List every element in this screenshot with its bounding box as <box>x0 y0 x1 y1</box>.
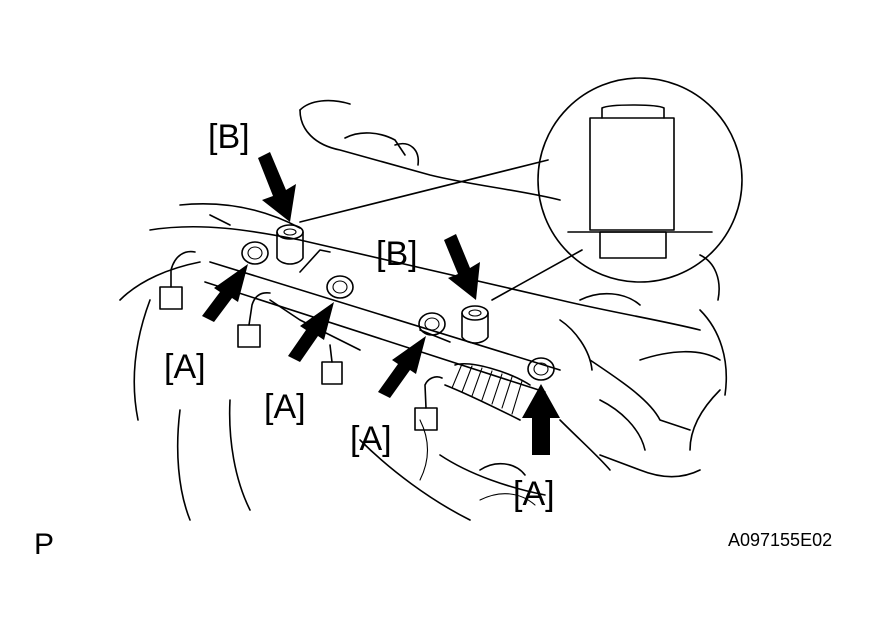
arrows <box>202 152 560 455</box>
arrow-a-2 <box>288 302 334 362</box>
labels: [B] [B] [A] [A] [A] [A] <box>164 118 555 513</box>
engine-background <box>119 99 728 521</box>
label-b-2: [B] <box>376 235 418 273</box>
collar-1 <box>276 224 304 265</box>
insulator-2 <box>326 275 354 299</box>
label-a-2: [A] <box>264 388 306 426</box>
corner-code-left: P <box>34 528 55 561</box>
arrow-b-1 <box>258 152 296 222</box>
collar-2 <box>461 305 489 344</box>
insulator-1 <box>241 241 269 265</box>
figure-code: A097155E02 <box>728 530 833 550</box>
insulator-3 <box>418 312 446 336</box>
label-a-1: [A] <box>164 348 206 386</box>
label-b-1: [B] <box>208 118 250 156</box>
insulators <box>241 241 555 381</box>
insulator-4 <box>527 357 555 381</box>
arrow-a-1 <box>202 264 248 322</box>
arrow-a-4 <box>522 384 560 455</box>
arrow-a-3 <box>378 336 426 398</box>
arrow-b-2 <box>444 234 480 300</box>
corrugated-hose <box>444 363 531 421</box>
injector-connectors <box>159 250 443 431</box>
label-a-3: [A] <box>350 420 392 458</box>
label-a-4: [A] <box>513 475 555 513</box>
detail-callout <box>299 77 743 301</box>
collars <box>276 224 489 344</box>
